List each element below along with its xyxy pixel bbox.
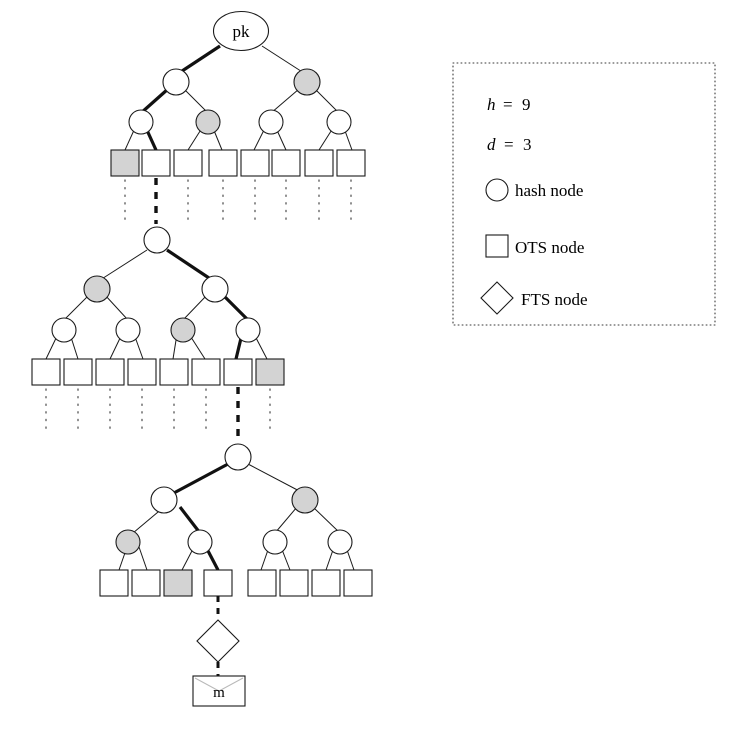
top-tree: pk [110, 10, 366, 224]
bot-ots-node-6 [311, 569, 341, 597]
mid-hash-node-l2-1 [115, 317, 141, 343]
top-edge-r1-r2a [270, 88, 300, 114]
bot-edge-root-l1b [247, 463, 306, 495]
legend-circle-icon [485, 178, 509, 202]
top-edge-auth-l1-l2 [139, 87, 170, 115]
top-ots-node-3 [208, 149, 238, 177]
top-edge-r1-r2b [314, 88, 340, 114]
top-ots-node-1 [141, 149, 171, 177]
mid-ots-node-5 [191, 358, 221, 386]
mid-root-hash-node [143, 226, 171, 254]
mid-edge-auth-root-l1b [166, 248, 216, 284]
bot-hash-node-l1-0 [150, 486, 178, 514]
bot-hash-node-l1-1-gray [291, 486, 319, 514]
bot-ots-node-1 [131, 569, 161, 597]
mid-ots-node-3 [127, 358, 157, 386]
top-ots-node-2 [173, 149, 203, 177]
legend-param-d-value: 3 [523, 135, 532, 154]
top-hash-node-l2-2 [258, 109, 284, 135]
mid-hash-node-l1-1 [201, 275, 229, 303]
legend-param-d-equals: = [504, 135, 514, 154]
middle-tree [31, 226, 285, 440]
bot-edge-l1b-l2d [312, 506, 341, 534]
top-hash-node-l1-0 [162, 68, 190, 96]
legend-param-h-value: 9 [522, 95, 531, 114]
mid-ots-node-1 [63, 358, 93, 386]
top-edge-l2-leaf6 [318, 127, 334, 151]
bot-ots-node-0 [99, 569, 129, 597]
mid-ots-node-4 [159, 358, 189, 386]
bottom-tree: m [99, 443, 373, 707]
mid-ots-node-7-gray [255, 358, 285, 386]
legend-param-h-equals: = [503, 95, 513, 114]
mid-ots-node-2 [95, 358, 125, 386]
pk-label: pk [233, 22, 251, 41]
top-ots-node-4 [240, 149, 270, 177]
legend-param-d-symbol: d [487, 135, 496, 154]
bot-edge-auth-l1a-l2b [178, 506, 202, 534]
fts-node-diamond [196, 619, 240, 663]
mid-ots-node-0 [31, 358, 61, 386]
bot-hash-node-l2-1 [187, 529, 213, 555]
bot-ots-node-7 [343, 569, 373, 597]
top-ots-node-5 [271, 149, 301, 177]
legend-param-h-symbol: h [487, 95, 496, 114]
mid-hash-node-l2-2-gray [170, 317, 196, 343]
top-ots-node-6 [304, 149, 334, 177]
mid-edge-l1a-l2b [104, 294, 129, 321]
bot-root-hash-node [224, 443, 252, 471]
mid-ots-node-6 [223, 358, 253, 386]
bot-edge-l2a-leaf1 [138, 546, 148, 571]
legend-panel: h = 9 d = 3 hash node OTS node FTS node [452, 62, 716, 326]
top-ots-node-0-gray [110, 149, 140, 177]
envelope-flap-icon [194, 677, 244, 692]
mid-hash-node-l2-0 [51, 317, 77, 343]
top-hash-node-l2-3 [326, 109, 352, 135]
mid-edge-auth-l1b-l2d [221, 293, 250, 322]
top-edge-pk-r1 [261, 45, 308, 76]
legend-box-border [452, 62, 716, 326]
legend-square-icon [485, 234, 509, 258]
bot-hash-node-l2-2 [262, 529, 288, 555]
bot-ots-node-4 [247, 569, 277, 597]
top-edge-l2-leaf2 [187, 127, 203, 151]
bot-hash-node-l2-3 [327, 529, 353, 555]
top-hash-node-l1-1-gray [293, 68, 321, 96]
legend-label-hash-node: hash node [515, 181, 583, 200]
bot-hash-node-l2-0-gray [115, 529, 141, 555]
mid-edge-l1b-l2c [182, 294, 208, 321]
top-hash-node-l2-1-gray [195, 109, 221, 135]
top-root-pk-node [212, 10, 270, 52]
bot-edge-l1b-l2c [274, 506, 298, 534]
legend-label-ots-node: OTS node [515, 238, 584, 257]
top-edge-l1-l2b [183, 88, 209, 114]
bot-ots-node-2-gray [163, 569, 193, 597]
top-ots-node-7 [336, 149, 366, 177]
top-hash-node-l2-0 [128, 109, 154, 135]
mid-edge-l1a-l2a [63, 294, 90, 321]
bot-ots-node-3-selected [203, 569, 233, 597]
bot-edge-auth-root-l1a [171, 462, 229, 496]
bot-ots-node-5 [279, 569, 309, 597]
mid-hash-node-l1-0-gray [83, 275, 111, 303]
top-edge-auth-pk-l1 [175, 44, 221, 77]
mid-edge-root-l1a [96, 249, 148, 283]
legend-diamond-icon [480, 281, 514, 315]
legend-label-fts-node: FTS node [521, 290, 588, 309]
message-label: m [213, 685, 225, 701]
mid-hash-node-l2-3 [235, 317, 261, 343]
